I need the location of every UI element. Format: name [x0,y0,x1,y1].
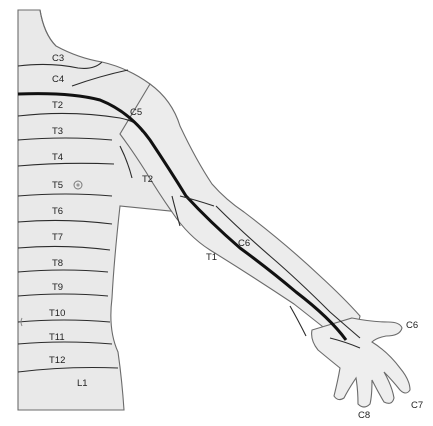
label-c6-hand: C6 [406,320,418,331]
band-line [17,245,111,251]
label-t7: T7 [52,232,63,243]
axial-line [17,92,348,341]
band-line [71,69,129,87]
band-line [17,269,109,273]
hand-shape [311,317,411,408]
label-t10: T10 [49,308,65,319]
label-c4: C4 [52,74,64,85]
arm-band-line [329,337,361,349]
band-line [17,193,113,197]
label-t2-arm: T2 [142,174,153,185]
label-t5: T5 [52,180,63,191]
label-c3: C3 [52,53,64,64]
label-c5: C5 [130,107,142,118]
navel-icon [20,317,23,327]
band-line [17,219,113,225]
band-line [17,366,119,373]
arm-shape [119,83,361,351]
label-t3: T3 [52,126,63,137]
label-t4: T4 [52,152,63,163]
band-line [17,61,103,69]
band-line [17,341,113,345]
nipple-icon [73,180,83,190]
arm-band-line [215,205,361,339]
label-t12: T12 [49,355,65,366]
label-t11: T11 [49,332,65,343]
label-l1: L1 [77,378,88,389]
arm-band-line [119,145,133,179]
arm-band-line [179,195,215,207]
label-c7: C7 [411,400,423,411]
nipple-center-icon [76,183,80,187]
band-line [17,293,109,297]
arm-band-line [171,195,181,227]
band-line [17,137,113,141]
label-t6: T6 [52,206,63,217]
neck-outline [39,9,57,47]
label-t8: T8 [52,258,63,269]
label-t9: T9 [52,282,63,293]
label-c6-arm: C6 [238,238,250,249]
band-line [17,162,115,167]
label-t1: T1 [206,252,217,263]
label-t2: T2 [52,100,63,111]
arm-band-line [289,305,307,337]
label-c8: C8 [358,410,370,421]
band-line [17,319,111,323]
